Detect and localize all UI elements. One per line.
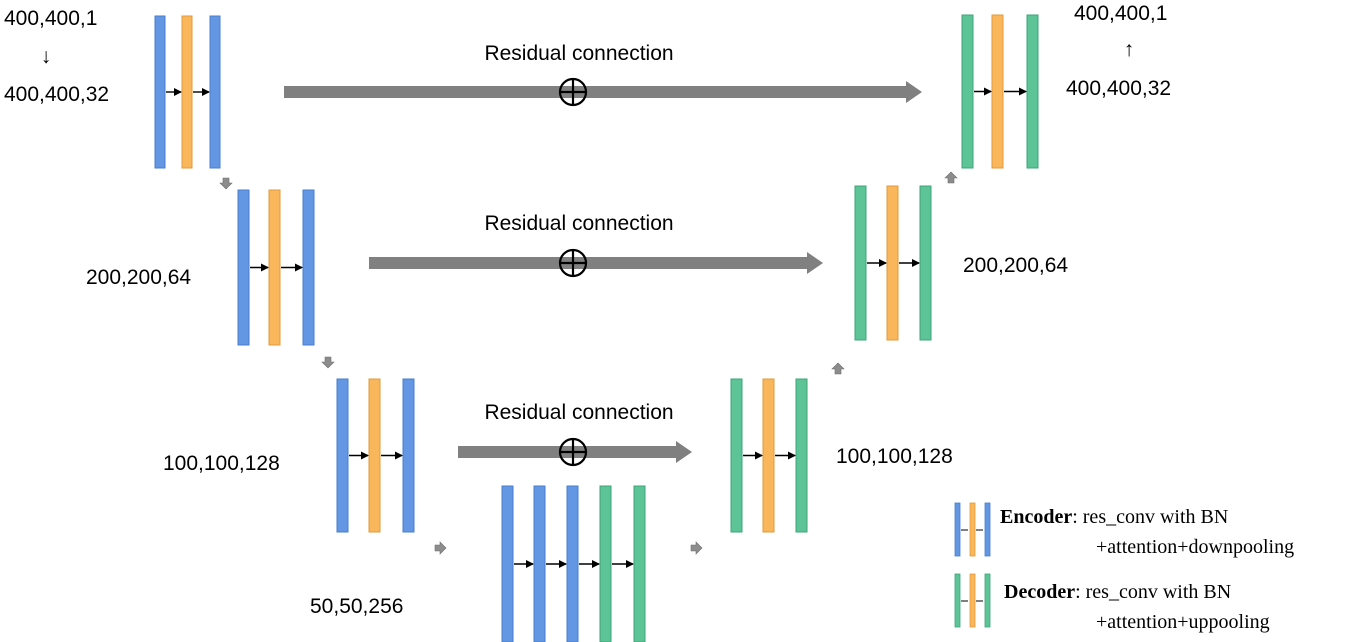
pool-arrow-right bbox=[434, 541, 447, 555]
dec-level3-shape: 100,100,128 bbox=[836, 445, 953, 468]
encoder-bar bbox=[954, 502, 961, 557]
residual-connection-label: Residual connection bbox=[484, 401, 673, 424]
encoder-bar bbox=[566, 485, 579, 642]
enc-level1-output-shape: 400,400,32 bbox=[4, 83, 109, 106]
decoder-bar bbox=[730, 378, 743, 533]
decoder-bar bbox=[984, 573, 991, 628]
legend-encoder-desc: : res_conv with BN bbox=[1072, 506, 1228, 528]
pool-arrow-right bbox=[690, 541, 703, 555]
decoder-bar bbox=[961, 14, 974, 169]
residual-connection-label: Residual connection bbox=[484, 212, 673, 235]
decoder-block-1 bbox=[961, 14, 1039, 169]
attention-bar bbox=[762, 378, 775, 533]
dec-level1-input-shape: 400,400,32 bbox=[1066, 77, 1171, 100]
decoder-bar bbox=[1026, 14, 1039, 169]
encoder-bar bbox=[336, 378, 349, 533]
add-operator-icon bbox=[558, 248, 588, 278]
decoder-block-3 bbox=[730, 378, 808, 533]
encoder-bar bbox=[209, 15, 221, 169]
up-arrow-glyph: ↑ bbox=[1124, 38, 1135, 61]
encoder-block-3 bbox=[336, 378, 415, 533]
pool-arrow-up bbox=[831, 362, 845, 375]
legend-encoder-icon bbox=[954, 502, 991, 557]
legend-decoder-title: Decoder bbox=[1004, 581, 1075, 603]
residual-connection-label: Residual connection bbox=[484, 42, 673, 65]
decoder-bar bbox=[854, 185, 867, 341]
legend-decoder-line1: Decoder: res_conv with BN bbox=[1004, 581, 1231, 603]
legend-encoder-line2: +attention+downpooling bbox=[1096, 536, 1294, 558]
legend: Encoder: res_conv with BN +attention+dow… bbox=[954, 502, 1294, 633]
legend-encoder-line1: Encoder: res_conv with BN bbox=[1000, 506, 1228, 528]
encoder-bar bbox=[237, 189, 250, 346]
residual-connection-1: Residual connection bbox=[284, 42, 922, 107]
enc-level2-shape: 200,200,64 bbox=[86, 266, 191, 289]
attention-bar bbox=[886, 185, 899, 341]
encoder-bar bbox=[533, 485, 546, 642]
decoder-bar bbox=[633, 485, 646, 642]
pool-arrow-up bbox=[944, 171, 958, 184]
decoder-block-2 bbox=[854, 185, 932, 341]
residual-arrow bbox=[369, 252, 823, 274]
bottleneck-block bbox=[501, 485, 646, 642]
encoder-bar bbox=[501, 485, 514, 642]
pool-arrow-down bbox=[321, 356, 335, 369]
legend-decoder-line2: +attention+uppooling bbox=[1096, 611, 1270, 633]
residual-connection-2: Residual connection bbox=[369, 212, 823, 278]
encoder-bar bbox=[402, 378, 415, 533]
attention-bar bbox=[991, 14, 1004, 169]
add-operator-icon bbox=[558, 77, 588, 107]
attention-bar bbox=[969, 502, 976, 557]
decoder-bar bbox=[919, 185, 932, 341]
legend-decoder-icon bbox=[954, 573, 991, 628]
encoder-block-2 bbox=[237, 189, 315, 346]
decoder-bar bbox=[795, 378, 808, 533]
encoder-bar bbox=[302, 189, 315, 346]
feature-map-blocks bbox=[154, 14, 1039, 642]
attention-bar bbox=[268, 189, 281, 346]
enc-level1-input-shape: 400,400,1 bbox=[4, 7, 97, 30]
encoder-bar bbox=[984, 502, 991, 557]
encoder-block-1 bbox=[154, 15, 221, 169]
legend-decoder-desc: : res_conv with BN bbox=[1075, 581, 1231, 603]
decoder-bar bbox=[599, 485, 612, 642]
attention-bar bbox=[181, 15, 193, 169]
attention-bar bbox=[969, 573, 976, 628]
bottleneck-shape: 50,50,256 bbox=[310, 595, 403, 618]
pool-arrow-down bbox=[219, 177, 233, 190]
down-arrow-glyph: ↓ bbox=[41, 45, 52, 68]
dec-level1-output-shape: 400,400,1 bbox=[1074, 2, 1167, 25]
attention-bar bbox=[368, 378, 381, 533]
residual-arrow bbox=[284, 81, 922, 103]
dec-level2-shape: 200,200,64 bbox=[963, 254, 1068, 277]
encoder-bar bbox=[154, 15, 166, 169]
pooling-arrows bbox=[219, 171, 958, 555]
legend-encoder-title: Encoder bbox=[1000, 506, 1072, 528]
residual-connection-3: Residual connection bbox=[458, 401, 692, 467]
enc-level3-shape: 100,100,128 bbox=[163, 452, 280, 475]
decoder-bar bbox=[954, 573, 961, 628]
add-operator-icon bbox=[558, 437, 588, 467]
